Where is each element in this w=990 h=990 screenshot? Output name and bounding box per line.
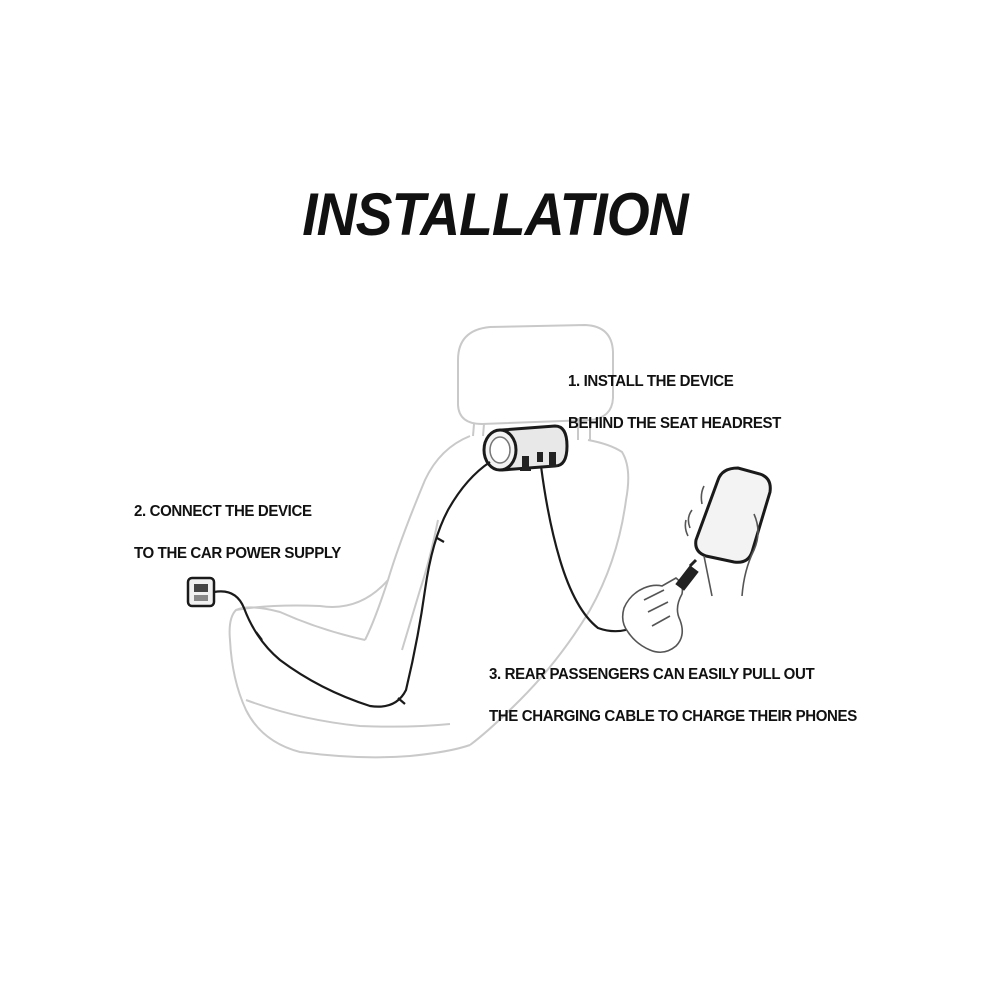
step-1-line-2: BEHIND THE SEAT HEADREST bbox=[568, 415, 781, 432]
charging-hub-device-icon bbox=[482, 424, 569, 472]
step-3-line-2: THE CHARGING CABLE TO CHARGE THEIR PHONE… bbox=[489, 708, 857, 725]
car-power-adapter-icon bbox=[186, 576, 216, 608]
car-seat-icon bbox=[228, 435, 630, 759]
hand-holding-phone-icon bbox=[684, 485, 759, 597]
page-title: INSTALLATION bbox=[302, 181, 688, 248]
step-1-line-1: 1. INSTALL THE DEVICE bbox=[568, 373, 734, 390]
seat-headrest-icon bbox=[457, 323, 614, 440]
usb-plug-icon bbox=[675, 558, 699, 591]
step-3-line-1: 3. REAR PASSENGERS CAN EASILY PULL OUT bbox=[489, 666, 815, 683]
smartphone-icon bbox=[694, 466, 772, 564]
step-2-line-1: 2. CONNECT THE DEVICE bbox=[134, 503, 312, 520]
hand-with-cable-icon bbox=[621, 577, 684, 654]
power-cable-icon bbox=[213, 461, 491, 708]
step-2-line-2: TO THE CAR POWER SUPPLY bbox=[134, 545, 341, 562]
